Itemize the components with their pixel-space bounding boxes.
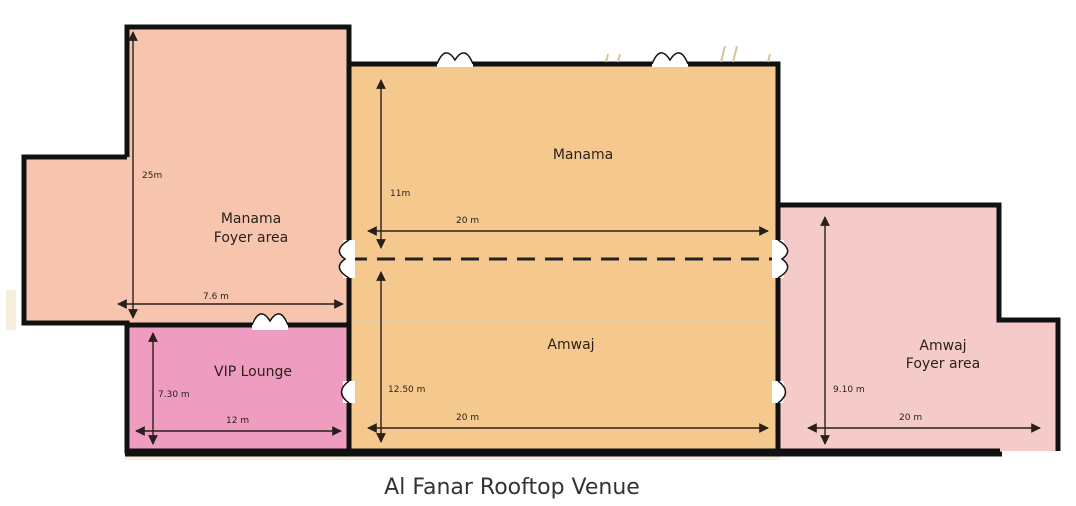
window-marks [605,45,771,63]
manama-dim-vertical: 11m [390,189,410,199]
door-vip-lounge-top[interactable] [251,313,289,330]
amwaj-foyer-dim-horizontal: 20 m [899,413,922,423]
manama-foyer-dim-vertical: 25m [142,171,162,181]
door-top-right[interactable] [651,52,689,67]
vip-lounge-label: VIP Lounge [214,364,292,380]
vip-lounge-dim-vertical: 7.30 m [158,390,190,400]
venue-caption: Al Fanar Rooftop Venue [384,475,640,500]
door-hall-to-amwaj-foyer[interactable] [772,239,789,279]
manama-dim-horizontal: 20 m [456,216,479,226]
room-vip-lounge[interactable] [127,325,349,451]
room-manama-foyer[interactable] [24,27,349,325]
door-top-left[interactable] [436,52,474,67]
manama-foyer-label-line2: Foyer area [214,230,288,246]
room-amwaj[interactable] [349,258,778,451]
background-smudge-bottom [125,456,780,460]
background-smudge-left [6,290,16,330]
amwaj-label: Amwaj [547,337,594,353]
amwaj-foyer-label-line2: Foyer area [906,356,980,372]
manama-label: Manama [553,147,613,163]
door-amwaj-to-foyer[interactable] [772,380,787,404]
door-foyer-to-hall[interactable] [338,239,355,279]
manama-foyer-dim-horizontal: 7.6 m [203,292,229,302]
room-manama[interactable] [349,64,778,258]
room-amwaj-foyer[interactable] [778,205,1058,451]
amwaj-dim-vertical: 12.50 m [388,385,425,395]
amwaj-foyer-dim-vertical: 9.10 m [833,385,865,395]
amwaj-dim-horizontal: 20 m [456,413,479,423]
vip-lounge-dim-horizontal: 12 m [226,416,249,426]
amwaj-foyer-label-line1: Amwaj [919,338,966,354]
manama-foyer-label-line1: Manama [221,211,281,227]
door-vip-to-amwaj[interactable] [340,380,356,404]
